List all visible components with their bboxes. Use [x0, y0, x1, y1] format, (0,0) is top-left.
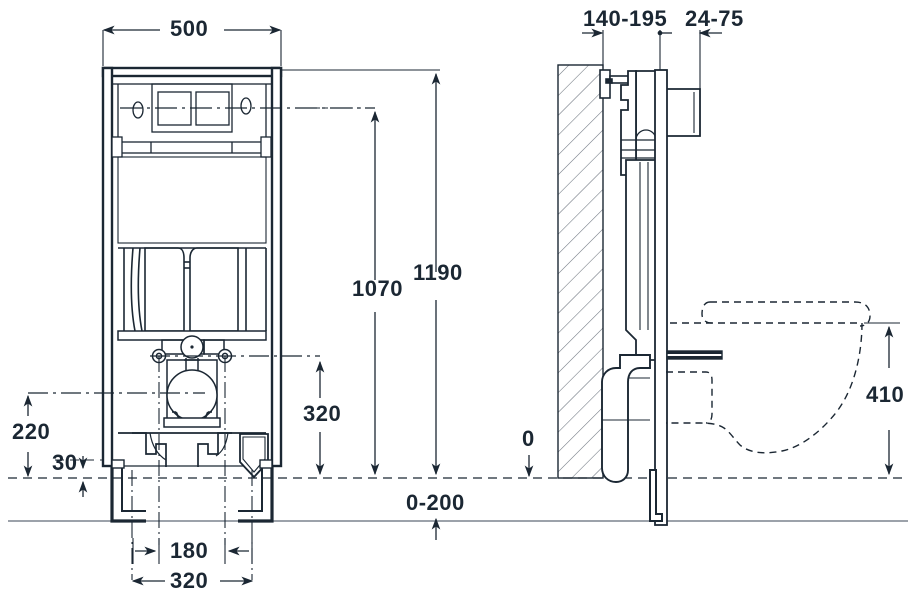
dim-label-30: 30: [52, 450, 78, 475]
dim-label-180: 180: [170, 538, 209, 563]
wall-section: [557, 64, 604, 479]
bowl-support-region: [118, 247, 267, 332]
dim-label-0-datum: 0: [522, 426, 535, 451]
drain-pipe-stub: [649, 469, 663, 522]
dim-label-220: 220: [12, 419, 51, 444]
dim-30-group: [55, 456, 103, 497]
cistern-access-panel: [111, 75, 273, 150]
wc-bowl-outline: [666, 301, 871, 454]
flush-valve-assembly: [117, 330, 267, 428]
frame-outer-body: [101, 66, 283, 468]
dim-label-24-75: 24-75: [685, 6, 744, 31]
frame-vertical-rail: [654, 69, 668, 526]
siphon-trap: [601, 354, 651, 483]
dim-1190-group: [281, 69, 441, 476]
dim-label-320-horizontal: 320: [170, 568, 209, 593]
dim-label-320-vertical: 320: [303, 401, 342, 426]
dim-500-group: [102, 25, 282, 66]
dim-24-75-group: [698, 28, 722, 90]
dim-140-195-group: [582, 28, 672, 70]
side-section-view: [557, 64, 871, 526]
front-elevation-view: [28, 66, 375, 580]
dim-1070-group: [300, 107, 380, 476]
dim-label-0-200: 0-200: [406, 490, 465, 515]
dim-180-group: [132, 538, 253, 564]
dim-label-1190: 1190: [413, 260, 463, 285]
dim-410-group: [864, 322, 900, 476]
frame-mid-panel: [117, 156, 267, 244]
flush-plate-box: [665, 88, 701, 137]
adjustable-feet: [110, 459, 274, 523]
waste-connection-region: [118, 432, 269, 479]
dim-label-140-195: 140-195: [583, 6, 668, 31]
dim-label-500: 500: [170, 16, 209, 41]
dim-label-410: 410: [866, 382, 905, 407]
bowl-fixing-bar: [666, 350, 723, 360]
dim-label-1070: 1070: [352, 276, 403, 301]
frame-cross-support: [111, 136, 272, 158]
